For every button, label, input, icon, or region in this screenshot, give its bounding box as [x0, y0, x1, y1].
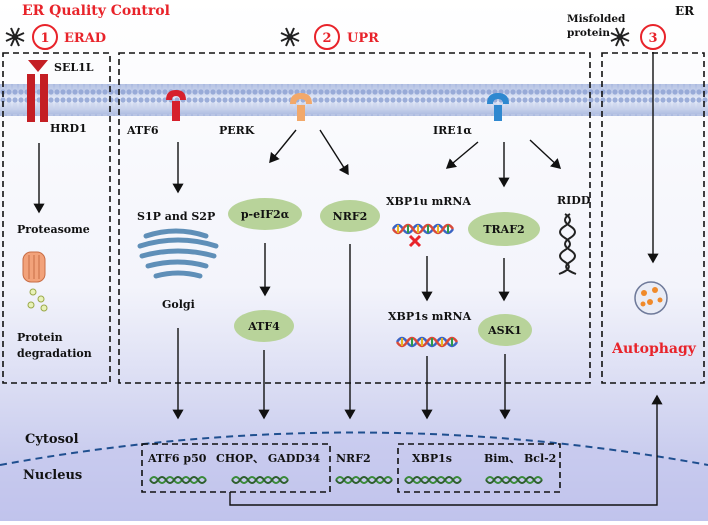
gene-nrf2-label: NRF2	[336, 452, 371, 465]
atf6-label: ATF6	[126, 124, 159, 137]
ask1-label: ASK1	[487, 324, 522, 337]
cytosol-label: Cytosol	[25, 432, 79, 447]
sel1l-hrd1-complex	[27, 60, 48, 122]
er-membrane	[0, 84, 708, 116]
proteasome-icon	[22, 251, 46, 283]
section-3-badge	[640, 24, 666, 50]
ire1a-receptor-icon	[487, 93, 509, 121]
page-title: ER Quality Control	[22, 3, 170, 19]
misfolded-line1: Misfolded	[567, 13, 626, 25]
upr-gene-box-left	[141, 443, 331, 493]
feedback-arrow	[229, 394, 663, 506]
protein-degradation-line2: degradation	[17, 347, 92, 360]
nuclear-envelope	[0, 431, 708, 466]
misfolded-line2: protein	[567, 27, 610, 39]
traf2-label: TRAF2	[483, 223, 524, 236]
atf4-label: ATF4	[247, 320, 280, 333]
section-1-number: 1	[40, 31, 49, 46]
traf2-node	[468, 212, 540, 246]
golgi-label: Golgi	[162, 298, 195, 311]
nrf2-node	[320, 200, 380, 232]
section-2-name: UPR	[347, 31, 379, 46]
ire1a-label: IRE1α	[433, 124, 472, 137]
autophagosome-icon	[634, 281, 668, 315]
atf4-node	[234, 310, 294, 342]
section-3-number: 3	[648, 31, 657, 46]
gene-xbp1s-label: XBP1s	[412, 452, 452, 465]
gene-chop-gadd34-label: CHOP、 GADD34	[216, 452, 320, 465]
section-2-badge	[314, 24, 340, 50]
p-eif2a-node	[228, 198, 302, 230]
nucleus-label: Nucleus	[23, 468, 82, 483]
upr-gene-box-right	[397, 443, 561, 493]
peptide-fragments-icon	[27, 288, 48, 312]
perk-label: PERK	[219, 124, 255, 137]
protein-degradation-line1: Protein	[17, 331, 63, 344]
section-1-name: ERAD	[64, 31, 106, 46]
proteasome-label: Proteasome	[17, 223, 90, 236]
splice-cut-icon	[408, 234, 422, 248]
sel1l-label: SEL1L	[54, 61, 94, 74]
nrf2-label: NRF2	[333, 210, 368, 223]
hrd1-label: HRD1	[50, 122, 87, 135]
atf6-receptor-icon	[166, 90, 186, 121]
gene-bim-bcl2-label: Bim、 Bcl-2	[484, 452, 556, 465]
perk-receptor-icon	[290, 93, 312, 121]
xbp1s-mrna-label: XBP1s mRNA	[388, 310, 472, 323]
ask1-node	[478, 314, 532, 346]
autophagy-label: Autophagy	[611, 341, 697, 357]
er-label: ER	[675, 4, 695, 18]
section-2-number: 2	[322, 31, 331, 46]
rna-degradation-icon	[558, 213, 577, 275]
gene-atf6p50-label: ATF6 p50	[147, 452, 207, 465]
p-eif2a-label: p-eIF2α	[241, 208, 290, 221]
ridd-label: RIDD	[557, 194, 591, 207]
xbp1u-mrna-label: XBP1u mRNA	[386, 195, 471, 208]
section-1-badge	[32, 24, 58, 50]
erad-box	[2, 52, 111, 384]
upr-box	[118, 52, 591, 384]
golgi-icon	[137, 228, 219, 279]
s1p-s2p-label: S1P and S2P	[137, 210, 215, 223]
